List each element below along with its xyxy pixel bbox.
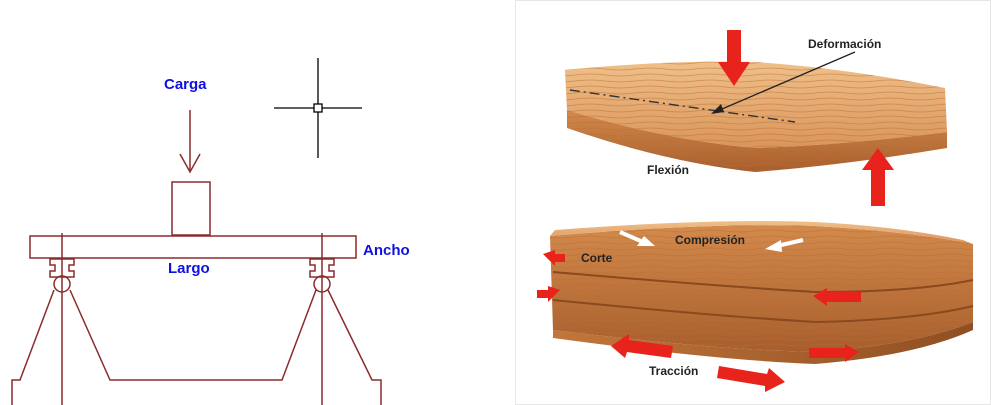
corte-arrow-lower-icon bbox=[537, 286, 560, 302]
beam bbox=[29, 235, 357, 259]
corte-arrow-upper-icon bbox=[543, 250, 565, 266]
crosshair-cursor-icon bbox=[274, 58, 362, 158]
compresion-arrow-left-icon bbox=[619, 230, 655, 246]
compresion-arrow-right-icon bbox=[765, 238, 804, 252]
traccion-arrow-left-icon bbox=[611, 334, 673, 358]
traccion-arrow-mid-right-icon bbox=[809, 344, 859, 362]
wood-stress-svg: Deformación Flexión Compresión Corte Tra… bbox=[515, 0, 991, 405]
load-block bbox=[171, 181, 211, 236]
down-arrow-icon bbox=[179, 110, 201, 174]
deformacion-leader bbox=[714, 51, 856, 113]
deformacion-label: Deformación bbox=[808, 37, 881, 51]
bending-load-arrow-icon bbox=[718, 30, 750, 86]
ancho-label: Ancho bbox=[363, 242, 410, 259]
right-roller bbox=[313, 275, 331, 293]
wood-stress-illustration: Deformación Flexión Compresión Corte Tra… bbox=[515, 0, 991, 405]
bending-reaction-arrow-icon bbox=[862, 148, 894, 206]
compresion-label: Compresión bbox=[675, 233, 745, 247]
corte-label: Corte bbox=[581, 251, 613, 265]
layered-block bbox=[550, 221, 974, 364]
bending-plank bbox=[565, 61, 947, 172]
traccion-label: Tracción bbox=[649, 364, 698, 378]
left-clamp bbox=[49, 258, 75, 278]
traccion-arrow-mid-left-icon bbox=[813, 288, 861, 306]
support-frame bbox=[11, 289, 382, 405]
neutral-axis-line bbox=[569, 89, 796, 123]
flexion-label: Flexión bbox=[647, 163, 689, 177]
beam-test-svg: Carga Ancho Largo bbox=[11, 58, 410, 405]
largo-label: Largo bbox=[168, 260, 210, 277]
left-roller bbox=[53, 275, 71, 293]
right-clamp bbox=[309, 258, 335, 278]
traccion-arrow-right-icon bbox=[717, 366, 785, 392]
beam-test-diagram: Carga Ancho Largo bbox=[11, 58, 410, 405]
deformacion-leader-head bbox=[711, 104, 724, 114]
carga-label: Carga bbox=[164, 76, 207, 93]
